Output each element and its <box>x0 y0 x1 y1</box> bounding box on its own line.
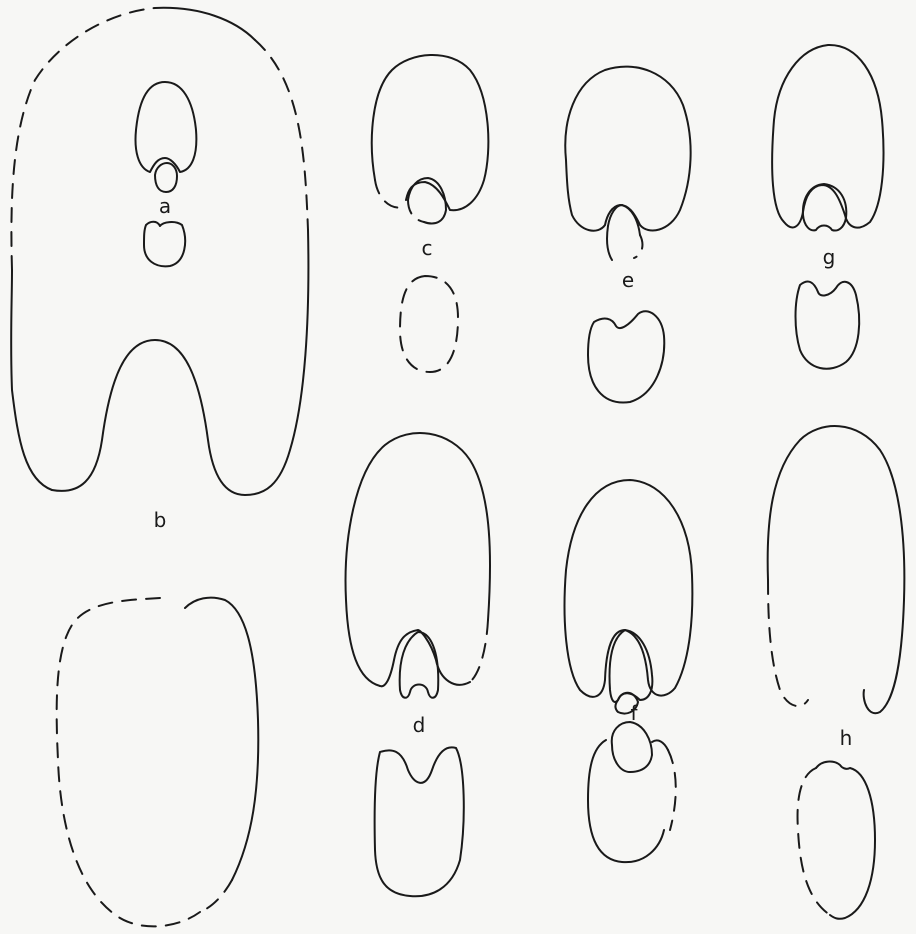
specimen-a: a <box>136 82 197 266</box>
label-g: g <box>823 245 836 269</box>
specimen-d: d <box>346 433 490 896</box>
specimen-e: e <box>565 67 690 403</box>
specimen-f: f <box>565 480 693 862</box>
label-d: d <box>413 713 426 737</box>
label-f: f <box>630 701 638 725</box>
label-h: h <box>840 726 853 750</box>
specimen-c: c <box>372 55 489 372</box>
specimen-b <box>11 8 308 927</box>
label-c: c <box>422 236 433 260</box>
specimen-g: g <box>772 45 883 369</box>
specimen-h: h <box>768 426 905 919</box>
label-a: a <box>159 194 171 218</box>
label-e: e <box>622 268 634 292</box>
label-b: b <box>154 508 167 532</box>
